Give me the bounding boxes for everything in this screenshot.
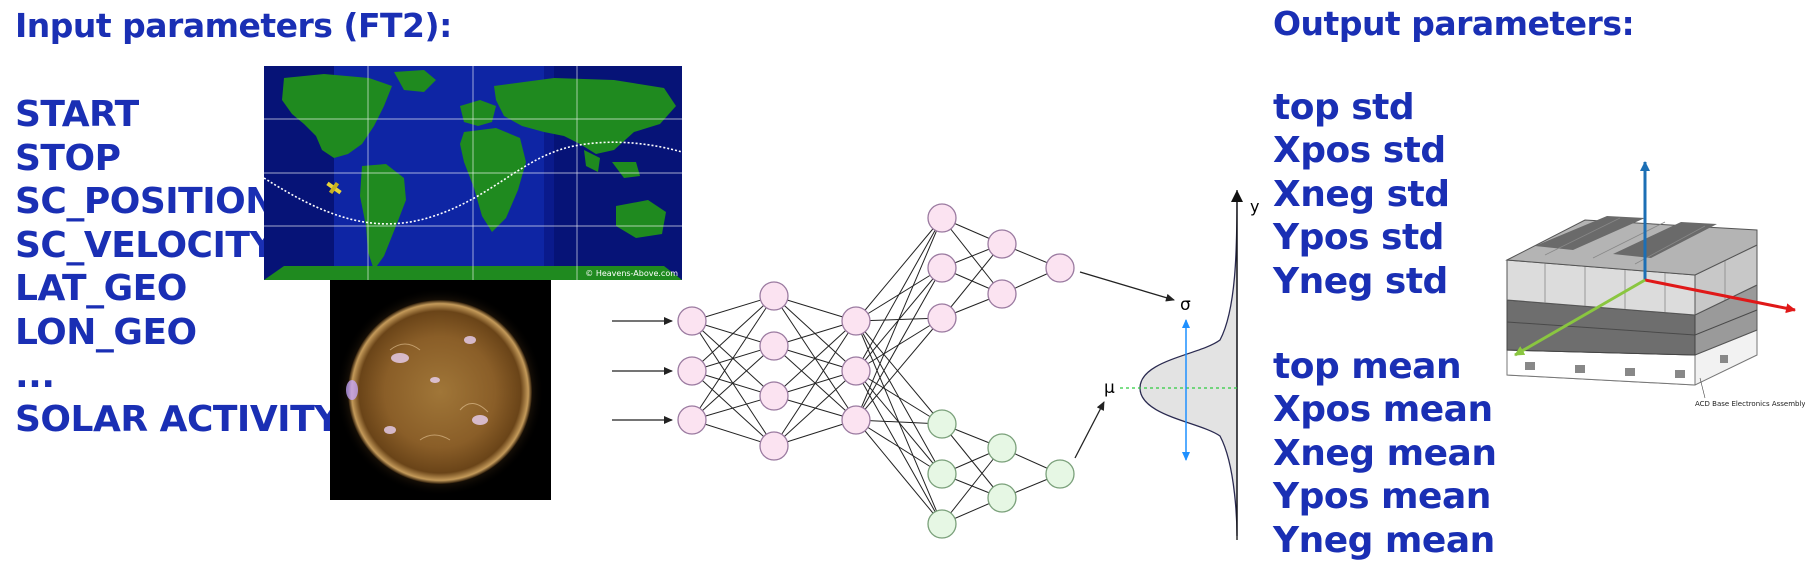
output-parameter-item: Yneg mean (1273, 519, 1495, 561)
output-parameter-item: Xneg std (1273, 173, 1450, 215)
network-node (759, 281, 789, 311)
y-axis-arrow (1514, 278, 1646, 357)
input-parameter-item: ... (15, 355, 55, 396)
network-node (987, 433, 1017, 463)
input-parameters-title: Input parameters (FT2): (15, 6, 452, 45)
output-parameter-item: Xpos mean (1273, 389, 1493, 431)
network-edge (855, 217, 943, 421)
neural-network-diagram: X σ μ y (600, 190, 1259, 540)
output-parameter-item: top std (1273, 87, 1415, 128)
network-node (927, 303, 957, 333)
input-parameter-item: SOLAR ACTIVITY (15, 398, 340, 440)
input-parameter-item: LON_GEO (15, 311, 197, 353)
network-edge (941, 447, 1003, 525)
network-edge (855, 370, 943, 425)
network-node (927, 459, 957, 489)
mu-arrow (1074, 401, 1105, 459)
detector-caption: ACD Base Electronics Assembly (1695, 400, 1805, 408)
network-edge (691, 295, 775, 372)
network-node (759, 331, 789, 361)
output-std-list: top std Xpos std Xneg std Ypos std Yneg … (1273, 86, 1450, 303)
output-parameter-item: Ypos mean (1273, 476, 1491, 518)
network-node (759, 431, 789, 461)
network-node (987, 279, 1017, 309)
network-node (841, 356, 871, 386)
network-node (841, 405, 871, 435)
network-node (1045, 459, 1075, 489)
network-edge (773, 370, 857, 447)
output-parameter-item: Xneg mean (1273, 432, 1497, 474)
output-parameter-item: Yneg std (1273, 260, 1448, 302)
input-parameter-item: LAT_GEO (15, 268, 187, 309)
network-node (677, 405, 707, 435)
input-parameter-item: SC_POSITION (15, 181, 275, 222)
input-parameter-item: START (15, 94, 139, 135)
network-edge (773, 320, 857, 447)
x-axis-arrow (1644, 278, 1796, 314)
network-edge (855, 217, 943, 322)
map-credit: © Heavens-Above.com (585, 269, 678, 278)
gaussian-curve (1139, 195, 1238, 537)
network-edge (855, 217, 943, 372)
network-node (927, 203, 957, 233)
input-parameters-list: START STOP SC_POSITION SC_VELOCITY LAT_G… (15, 93, 340, 441)
network-edge (941, 243, 1003, 319)
y-axis-label: y (1250, 197, 1259, 216)
network-edge (855, 419, 943, 475)
network-edge (855, 267, 943, 421)
output-parameters-title: Output parameters: (1273, 4, 1635, 43)
network-node (987, 229, 1017, 259)
network-node (677, 306, 707, 336)
output-parameter-item: Ypos std (1273, 217, 1444, 259)
network-node (1045, 253, 1075, 283)
output-parameter-item: top mean (1273, 346, 1462, 387)
network-edge (855, 320, 943, 425)
network-node (677, 356, 707, 386)
network-edge (773, 320, 857, 397)
sigma-label: σ (1180, 295, 1191, 315)
network-node (927, 253, 957, 283)
network-node (987, 483, 1017, 513)
network-node (927, 409, 957, 439)
network-edge (691, 295, 775, 421)
input-parameter-item: SC_VELOCITY (15, 224, 275, 266)
network-node (927, 509, 957, 539)
network-node (759, 381, 789, 411)
world-map-orbit-image: © Heavens-Above.com (264, 66, 682, 280)
input-parameter-item: STOP (15, 137, 121, 179)
acd-detector-image: ACD Base Electronics Assembly (1505, 161, 1805, 408)
mu-label: μ (1104, 378, 1115, 398)
output-mean-list: top mean Xpos mean Xneg mean Ypos mean Y… (1273, 345, 1497, 562)
sigma-arrow (1079, 271, 1175, 302)
network-edge (691, 345, 775, 421)
network-edge (855, 317, 943, 421)
network-node (841, 306, 871, 336)
sun-image (330, 280, 551, 500)
output-parameter-item: Xpos std (1273, 130, 1446, 172)
network-edge (855, 419, 943, 525)
